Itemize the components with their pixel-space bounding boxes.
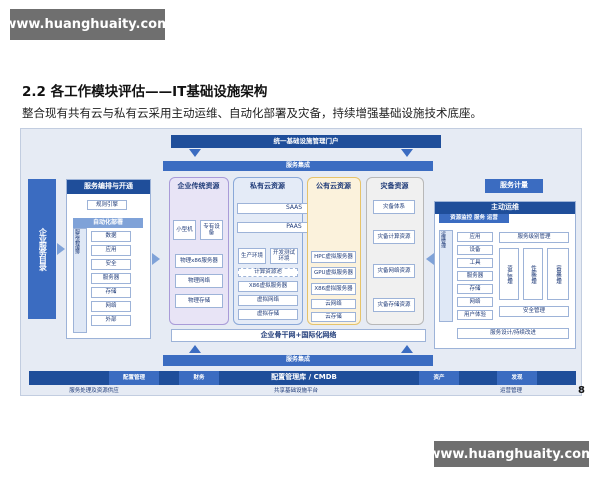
cmdb-title: 配置管理库 / CMDB [271,373,337,382]
section-subtitle: 整合现有共有云与私有云采用主动运维、自动化部署及灾备，持续增强基础设施技术底座。 [22,106,482,120]
orchestration-item: 安全 [91,259,131,270]
arrow-right-icon [152,253,160,265]
cmdb-bar: 配置管理 财务 配置管理库 / CMDB 资产 发现 [29,371,576,385]
footer-ops: 运营管理 [499,387,522,394]
security-mgmt: 安全管理 [499,306,569,317]
cmdb-asset: 资产 [419,371,459,385]
public-cloud-panel: 公有云资源 HPC虚拟服务器 GPU虚拟服务器 X86虚拟服务器 云网络 云存储 [307,177,361,325]
automation-title: 自动化部署 [73,218,143,228]
cmdb-config-mgmt: 配置管理 [109,371,159,385]
orchestration-panel: 服务编排与开通 规则引擎 自动化部署 服务流程编排 数据 应用 安全 服务器 存… [66,179,151,339]
watermark-bottom: www.huanghuaity.com [428,441,595,467]
service-integration-bottom: 服务集成 [163,355,433,366]
dr-system-box: 灾备体系 [373,200,415,214]
arrow-right-icon [57,243,65,255]
dr-panel: 灾备资源 灾备体系 灾备计算资源 灾备网络资源 灾备存储资源 [366,177,424,325]
dedicated-device-box: 专有设备 [200,220,223,240]
legacy-resources-panel: 企业传统资源 小型机 专有设备 物理x86服务器 物理网络 物理存储 [169,177,229,325]
compute-pool-box: 计算资源池 [238,268,298,277]
legacy-x86-box: 物理x86服务器 [175,254,223,268]
legacy-network-box: 物理网络 [175,274,223,288]
arrow-down-icon [189,149,201,157]
private-vstore-box: 虚拟存储 [238,309,298,320]
backbone-network: 企业骨干网+国际化网络 [171,329,426,342]
service-integration-top: 服务集成 [163,161,433,171]
ops-item: 应用 [457,232,493,242]
section-title: 2.2 各工作模块评估——IT基础设施架构 [22,84,268,100]
arrow-left-icon [426,253,434,265]
page-number: 8 [578,385,585,396]
hpc-box: HPC虚拟服务器 [311,251,356,263]
orchestration-item: 外部 [91,315,131,326]
ops-item: 网络 [457,297,493,307]
watermark-top: www.huanghuaity.com [4,9,171,40]
cloud-storage-box: 云存储 [311,312,356,322]
public-cloud-title: 公有云资源 [316,182,351,191]
process-orchestration: 服务流程编排 [73,228,87,333]
orchestration-item: 服务器 [91,273,131,284]
gpu-box: GPU虚拟服务器 [311,267,356,279]
footer-supply: 服务处理及资源供应 [69,387,119,394]
arrow-up-icon [401,345,413,353]
enterprise-service-catalog: 企业服务目录 [28,179,56,319]
service-design: 服务设计/持续改进 [457,328,569,339]
cloud-network-box: 云网络 [311,299,356,309]
ops-item: 设备 [457,245,493,255]
portal-bar: 统一基础设施管理门户 [171,135,441,148]
dr-title: 灾备资源 [380,182,409,191]
private-cloud-panel: 私有云资源 生产环境 开发测试环境 计算资源池 X86虚拟服务器 虚拟网络 虚拟… [233,177,303,325]
orchestration-item: 数据 [91,231,131,242]
private-x86-box: X86虚拟服务器 [238,281,298,292]
architecture-diagram: 统一基础设施管理门户 服务集成 企业服务目录 服务编排与开通 规则引擎 自动化部… [20,128,582,396]
dr-compute-box: 灾备计算资源 [373,230,415,244]
legacy-storage-box: 物理存储 [175,294,223,308]
ops-item: 用户体验 [457,310,493,320]
cmdb-finance: 财务 [179,371,219,385]
capacity-mgmt: 容量管理 [547,248,569,300]
arrow-down-icon [401,149,413,157]
ops-item: 工具 [457,258,493,268]
legacy-title: 企业传统资源 [177,182,220,191]
env-prod-box: 生产环境 [238,248,266,264]
rule-engine: 规则引擎 [87,200,127,210]
dr-network-box: 灾备网络资源 [373,264,415,278]
cmdb-discovery: 发现 [497,371,537,385]
service-metering: 服务计量 [485,179,543,193]
ops-title: 主动运维 [435,202,575,214]
service-level-mgmt: 服务级别管理 [499,232,569,243]
orchestration-item: 网络 [91,301,131,312]
orchestration-item: 应用 [91,245,131,256]
private-cloud-title: 私有云资源 [250,182,285,191]
asset-mgmt: 资产管理 [499,248,519,300]
minicomputer-box: 小型机 [173,220,196,240]
footer-platform: 共享基础设施平台 [273,387,318,394]
active-operations-panel: 主动运维 资源监控 服务 运营 运维管理 应用 设备 工具 服务器 存储 网络 … [434,201,576,349]
ops-management: 运维管理 [439,230,453,322]
orchestration-item: 存储 [91,287,131,298]
dr-storage-box: 灾备存储资源 [373,298,415,312]
private-vnet-box: 虚拟网络 [238,295,298,306]
resource-monitoring: 资源监控 服务 运营 [439,214,509,223]
ops-item: 服务器 [457,271,493,281]
orchestration-title: 服务编排与开通 [67,180,150,194]
arrow-up-icon [189,345,201,353]
ops-item: 存储 [457,284,493,294]
env-dev-box: 开发测试环境 [270,248,298,264]
public-x86-box: X86虚拟服务器 [311,283,356,295]
perf-mgmt: 性能管理 [523,248,543,300]
